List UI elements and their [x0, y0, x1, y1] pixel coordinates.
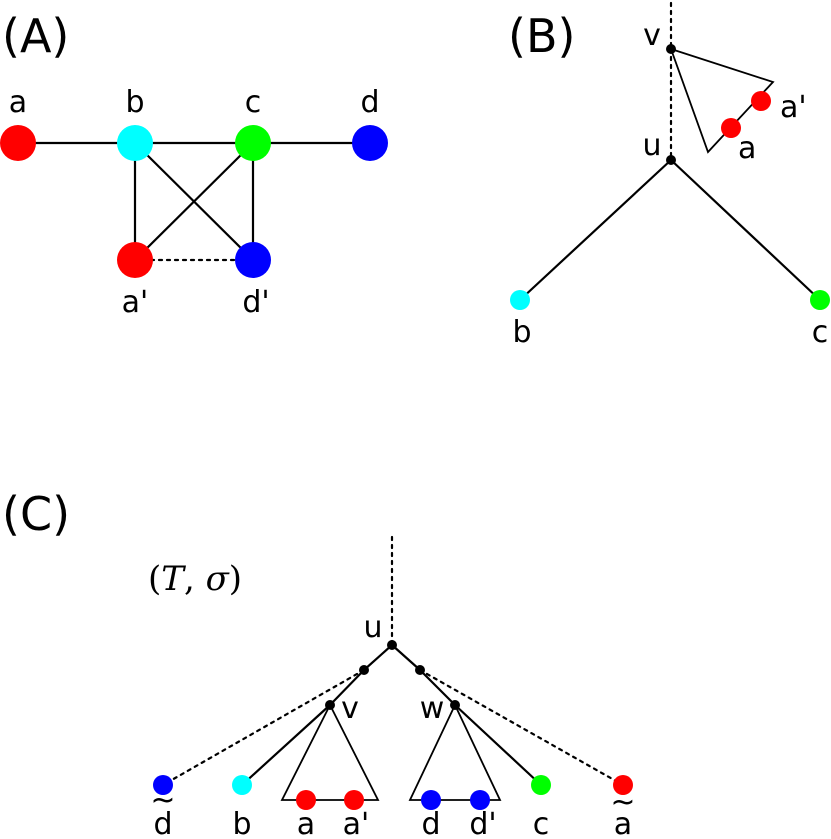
label-c: c: [245, 85, 262, 120]
label-v: v: [341, 691, 359, 726]
tree-notation-close: ): [229, 559, 242, 599]
label-a: a: [9, 85, 27, 120]
label-a-tilde: a: [614, 807, 632, 839]
tree-notation-sigma: σ: [206, 559, 230, 599]
edge-u-left-inner: [363, 644, 393, 671]
tree-notation-comma: ,: [184, 559, 206, 599]
label-u: u: [642, 128, 661, 163]
edge-left-inner-v: [329, 669, 365, 706]
leaf-a2: [344, 790, 364, 810]
tree-notation-T: T: [161, 559, 186, 599]
tree-notation: (T, σ): [148, 559, 242, 599]
label-b: b: [232, 807, 251, 839]
label-a2: a': [780, 90, 807, 125]
label-d: d: [360, 85, 379, 120]
panel-c: (C) (T, σ) u v: [2, 487, 636, 839]
node-a: [721, 118, 741, 138]
label-c: c: [812, 315, 829, 350]
subtree-triangle-w: [408, 702, 502, 801]
node-b: [117, 125, 153, 161]
edge-v-b: [241, 704, 331, 786]
panel-a-title: (A): [2, 9, 69, 63]
node-b: [510, 290, 530, 310]
label-d2: d': [242, 285, 269, 320]
label-b: b: [512, 315, 531, 350]
label-d-tilde-mark: ~: [150, 783, 175, 818]
node-u: [666, 155, 676, 165]
edge-u-b: [519, 159, 672, 301]
node-c: [235, 125, 271, 161]
label-v: v: [643, 18, 661, 53]
subtree-triangle-v: [669, 47, 775, 154]
leaf-a-tilde: [613, 775, 633, 795]
label-a: a: [738, 131, 756, 166]
leaf-c: [531, 775, 551, 795]
label-c: c: [533, 807, 550, 839]
edge-c-a2: [134, 142, 254, 261]
panel-a: (A) a b c d a' d': [0, 9, 388, 320]
edge-right-inner-w: [419, 669, 456, 706]
label-d: d: [421, 807, 440, 839]
edge-u-right-inner: [391, 644, 421, 671]
node-d2: [235, 242, 271, 278]
node-v: [325, 700, 335, 710]
panel-b: (B) v u a' a b c: [508, 1, 830, 350]
label-a2: a': [343, 807, 370, 839]
label-a: a: [297, 807, 315, 839]
edge-w-c: [454, 704, 542, 786]
node-c: [810, 290, 830, 310]
leaf-b: [232, 775, 252, 795]
node-a2: [117, 242, 153, 278]
edge-u-c: [670, 159, 821, 301]
node-v: [666, 44, 676, 54]
subtree-triangle-v: [280, 703, 380, 801]
panel-b-title: (B): [508, 9, 575, 63]
node-a2: [751, 91, 771, 111]
panel-c-title: (C): [2, 487, 70, 541]
label-d-tilde: d: [153, 807, 172, 839]
tree-notation-open: (: [148, 559, 161, 599]
edge-right-inner-atilde-dotted: [418, 668, 625, 787]
label-a2: a': [122, 285, 149, 320]
edge-left-inner-dtilde-dotted: [161, 668, 366, 787]
label-b: b: [125, 85, 144, 120]
leaf-a: [296, 790, 316, 810]
node-u: [387, 640, 397, 650]
label-a-tilde-mark: ~: [610, 785, 635, 820]
label-u: u: [363, 610, 382, 645]
node-left-inner: [359, 665, 369, 675]
leaf-d: [421, 790, 441, 810]
node-w: [450, 700, 460, 710]
node-d: [352, 125, 388, 161]
node-right-inner: [415, 665, 425, 675]
leaf-d2: [470, 790, 490, 810]
node-a: [0, 125, 36, 161]
leaf-d-tilde: [153, 775, 173, 795]
label-w: w: [420, 691, 445, 726]
label-d2: d': [469, 807, 496, 839]
